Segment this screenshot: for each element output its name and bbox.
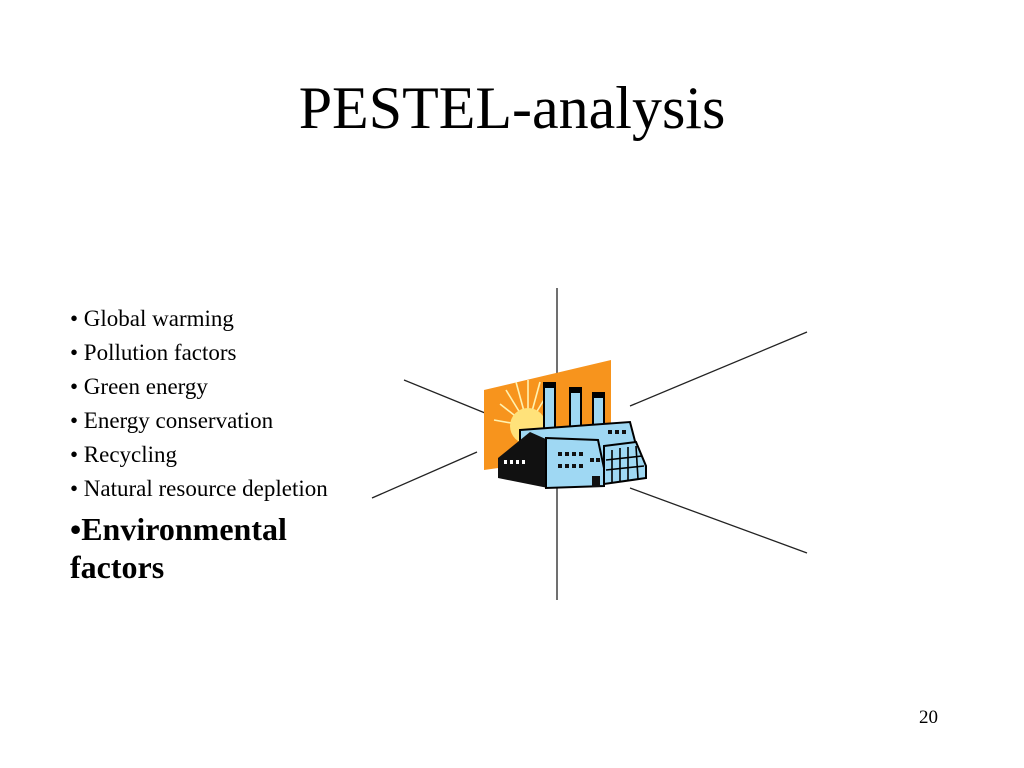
bullet-list: • Global warming • Pollution factors • G… xyxy=(70,302,370,586)
bullet-global-warming: • Global warming xyxy=(70,306,234,331)
slide-title: PESTEL-analysis xyxy=(298,75,726,141)
bullet-recycling: • Recycling xyxy=(70,442,178,467)
page-number: 20 xyxy=(919,707,938,728)
bullet-environmental-factors: •Environmental factors xyxy=(70,511,287,585)
factory-windows-back xyxy=(608,430,626,434)
bullet-energy-conservation: • Energy conservation xyxy=(70,408,274,433)
spoke-line-lower-left xyxy=(371,451,478,499)
factory-windows-left xyxy=(504,460,525,464)
factory-diagram xyxy=(371,288,808,600)
bullet-natural-resource-depletion: • Natural resource depletion xyxy=(70,476,328,501)
bullet-pollution-factors: • Pollution factors xyxy=(70,340,237,365)
spoke-line-lower-right xyxy=(629,487,808,554)
factory-icon xyxy=(484,360,647,490)
smokestack-1 xyxy=(543,384,556,431)
spoke-line-upper-right xyxy=(629,331,808,407)
factory-door xyxy=(592,476,600,487)
smokestack-2 xyxy=(569,389,582,431)
factory-windows-main xyxy=(558,452,600,468)
factory-glass-grid xyxy=(605,445,645,482)
bullet-green-energy: • Green energy xyxy=(70,374,208,399)
factory-glass-wing xyxy=(603,440,647,486)
spoke-line-upper-left xyxy=(403,379,486,414)
